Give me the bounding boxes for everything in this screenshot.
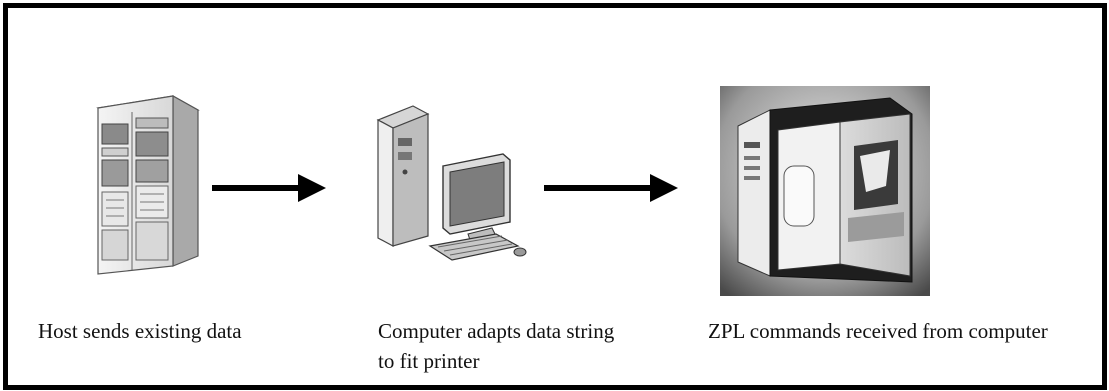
caption-line: ZPL commands received from computer xyxy=(708,319,1048,343)
caption-line: to fit printer xyxy=(378,349,480,373)
caption-line: Computer adapts data string xyxy=(378,319,615,343)
step-caption: Computer adapts data string to fit print… xyxy=(378,316,614,376)
step-caption: Host sends existing data xyxy=(38,316,242,346)
diagram-frame: Host sends existing data Computer adapts… xyxy=(3,3,1107,390)
step-caption: ZPL commands received from computer xyxy=(708,316,1048,346)
right-arrow-icon xyxy=(208,170,328,206)
desktop-computer-icon xyxy=(368,96,528,266)
right-arrow-icon xyxy=(540,170,680,206)
caption-line: Host sends existing data xyxy=(38,319,242,343)
label-printer-icon xyxy=(720,86,930,296)
server-tower-icon xyxy=(88,88,208,278)
